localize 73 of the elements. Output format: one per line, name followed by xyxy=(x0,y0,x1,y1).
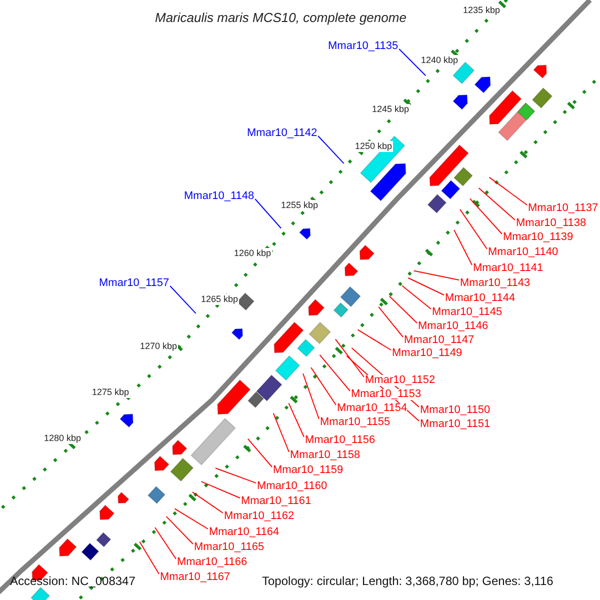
scale-label: 1235 kbp xyxy=(462,5,502,16)
leader-line xyxy=(310,367,336,406)
gene-label: Mmar10_1138 xyxy=(516,218,586,229)
gene-label: Mmar10_1150 xyxy=(420,405,490,416)
leader-line xyxy=(398,48,426,76)
gene-label: Mmar10_1164 xyxy=(209,527,280,538)
gene-label: Mmar10_1159 xyxy=(273,465,344,476)
map-title: Maricaulis maris MCS10, complete genome xyxy=(155,11,406,24)
leader-line xyxy=(154,527,176,560)
scale-label: 1275 kbp xyxy=(91,387,130,398)
leader-line xyxy=(460,208,488,250)
gene-label: Mmar10_1148 xyxy=(184,191,254,202)
gene-label: Mmar10_1144 xyxy=(445,293,516,304)
gene-label: Mmar10_1139 xyxy=(503,232,574,243)
gene-label: Mmar10_1152 xyxy=(365,375,436,386)
leader-line xyxy=(166,516,194,544)
gene-label: Mmar10_1149 xyxy=(392,348,462,359)
accession-note: Accession: NC_008347 xyxy=(9,574,136,588)
gene-label: Mmar10_1161 xyxy=(241,496,312,507)
gene-label: Mmar10_1137 xyxy=(528,203,598,214)
leader-line xyxy=(214,468,256,484)
scale-label: 1240 kbp xyxy=(420,55,460,66)
leader-line xyxy=(170,286,196,314)
leader-line xyxy=(174,508,208,530)
leader-line xyxy=(413,270,460,280)
scale-label: 1245 kbp xyxy=(371,104,410,115)
leader-line xyxy=(454,230,472,266)
topology-note: Topology: circular; Length: 3,368,780 bp; Genes: 3,116 xyxy=(261,574,554,588)
scale-label: 1260 kbp xyxy=(233,248,272,259)
leader-line xyxy=(470,198,502,234)
leader-line xyxy=(139,541,160,574)
leader-line xyxy=(254,198,282,229)
gene-label: Mmar10_1165 xyxy=(194,542,264,553)
gene-label: Mmar10_1160 xyxy=(257,481,328,492)
leader-line xyxy=(388,296,418,324)
gene-label: Mmar10_1153 xyxy=(351,389,422,400)
leader-line xyxy=(319,354,350,392)
leader-line xyxy=(200,481,240,498)
gene-label: Mmar10_1157 xyxy=(99,278,170,289)
gene-label: Mmar10_1146 xyxy=(418,321,488,332)
leader-line xyxy=(318,136,344,164)
scale-label: 1265 kbp xyxy=(200,294,240,305)
gene-label: Mmar10_1166 xyxy=(177,557,248,568)
gene-label: Mmar10_1143 xyxy=(460,278,530,289)
gene-label: Mmar10_1162 xyxy=(224,511,294,522)
leader-line xyxy=(247,438,272,468)
leader-line xyxy=(302,373,320,420)
scale-label: 1280 kbp xyxy=(43,433,82,444)
gene-label: Mmar10_1147 xyxy=(404,335,474,346)
leader-line xyxy=(378,306,404,338)
leader-line xyxy=(488,176,528,206)
leader-line xyxy=(478,187,516,220)
gene-label: Mmar10_1140 xyxy=(488,247,558,258)
scale-label: 1250 kbp xyxy=(354,141,394,152)
gene-label: Mmar10_1151 xyxy=(420,419,490,430)
scale-label: 1255 kbp xyxy=(280,200,320,211)
leader-line xyxy=(192,492,224,514)
gene-label: Mmar10_1145 xyxy=(432,307,502,318)
gene-label: Mmar10_1142 xyxy=(247,128,318,139)
leader-line xyxy=(402,285,432,310)
gene-label: Mmar10_1158 xyxy=(290,450,360,461)
gene-label: Mmar10_1155 xyxy=(320,417,390,428)
leader-line xyxy=(272,412,290,452)
gene-label: Mmar10_1154 xyxy=(337,403,408,414)
gene-label: Mmar10_1167 xyxy=(160,572,230,583)
gene-label: Mmar10_1156 xyxy=(305,435,376,446)
leader-line xyxy=(357,329,392,350)
gene-label: Mmar10_1141 xyxy=(473,263,544,274)
leader-line xyxy=(288,402,304,438)
gene-label: Mmar10_1135 xyxy=(328,41,398,52)
leader-line xyxy=(408,277,444,296)
scale-label: 1270 kbp xyxy=(139,341,178,352)
leader-line xyxy=(334,338,364,378)
